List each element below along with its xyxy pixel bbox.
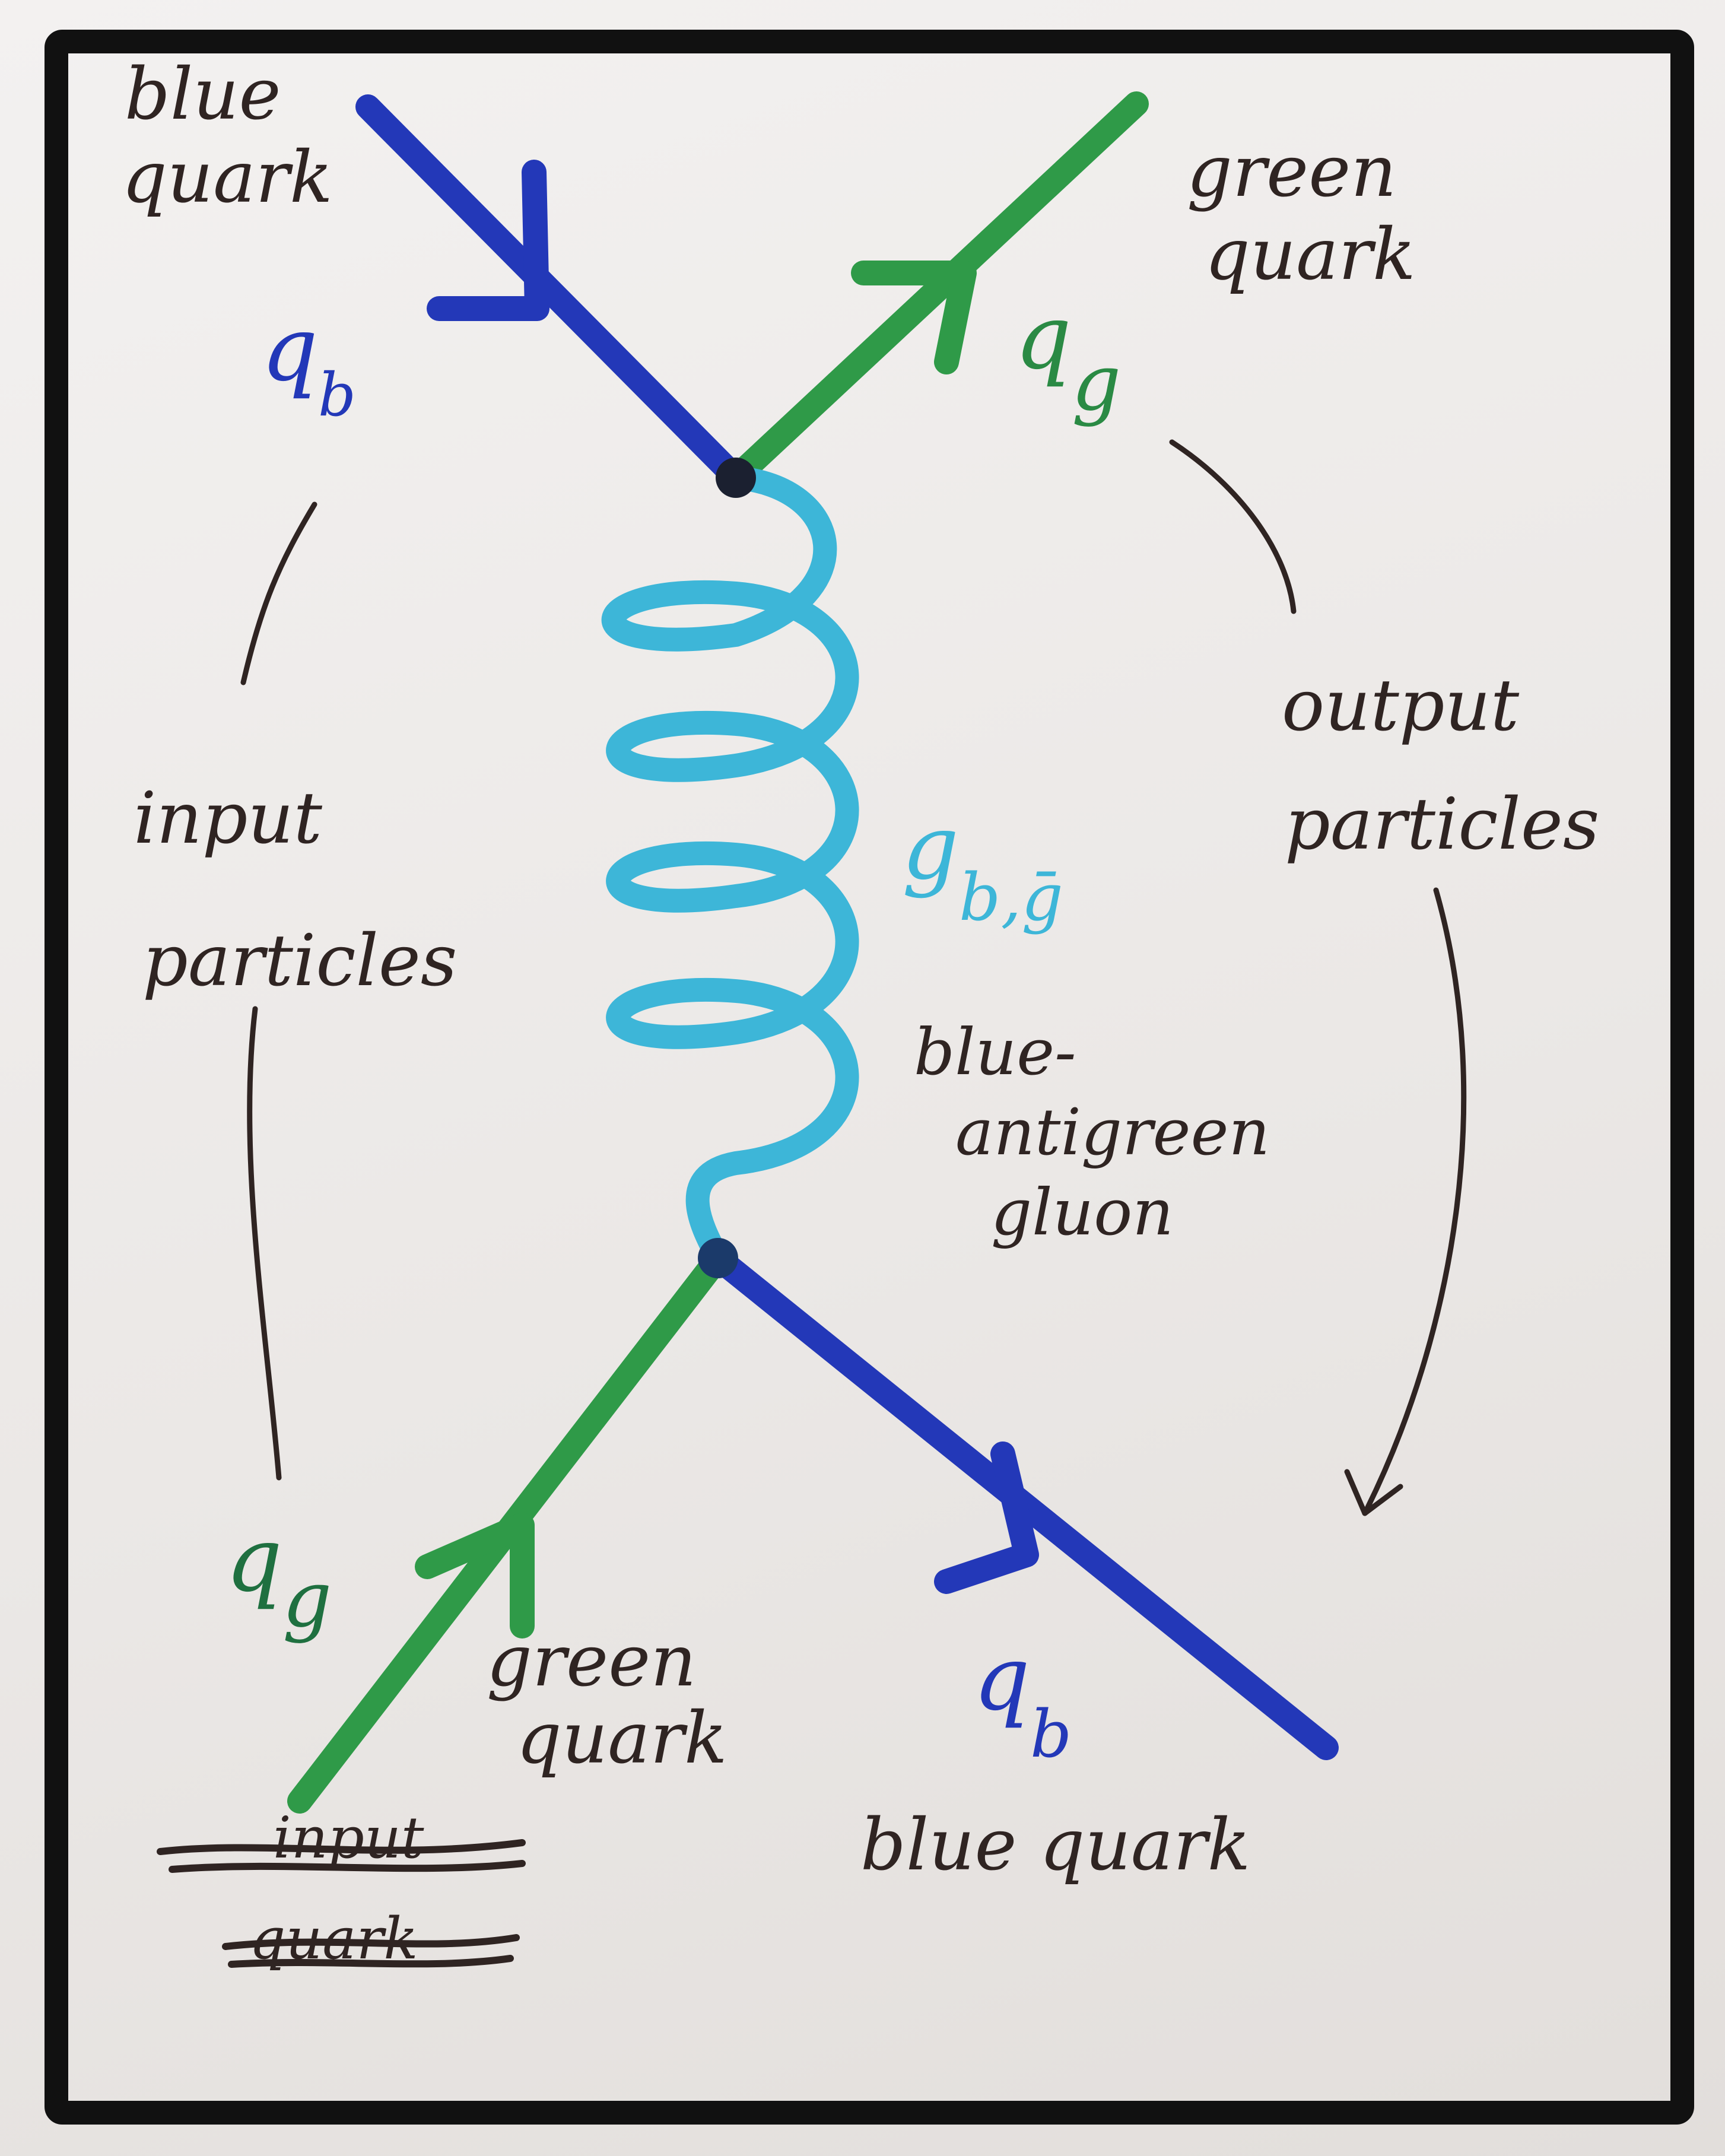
output-arrow-up [1169,439,1297,614]
input-arrow-down [247,1006,282,1481]
blue-quark-in-symbol-subscript: b [318,360,356,430]
gluon-symbol-subscript: b,ḡ [959,859,1063,935]
green-quark-out-label-line2: quark [1205,214,1416,296]
blue-quark-in-symbol: qb [261,298,356,430]
blue-quark-out-label: blue quark [860,1804,1250,1887]
green-quark-out-arrow-icon [851,261,977,374]
strikethrough-scribble-1 [157,1839,526,1873]
blue-quark-out-symbol-q: q [973,1627,1030,1730]
lower-vertex [698,1238,738,1278]
green-quark-out-symbol-q: q [1015,286,1072,389]
gluon-symbol-g: g [902,796,959,900]
green-quark-in-symbol-subscript: g [282,1554,332,1644]
blue-quark-in-symbol-q: q [261,298,318,401]
input-particles-label-line2: particles [142,920,458,1002]
green-quark-in-symbol-q: q [225,1509,282,1612]
green-quark-in-label-line2: quark [516,1697,728,1780]
blue-quark-in-line [355,94,748,490]
blue-quark-in-label-line2: quark [122,136,333,219]
output-particles-label-line1: output [1282,665,1520,747]
gluon-label-line1: blue- [914,1015,1076,1090]
output-particles-label-line2: particles [1285,783,1600,866]
strikethrough-scribble-2 [222,1934,520,1968]
green-quark-in-arrow-icon [415,1513,535,1639]
upper-vertex [716,458,756,498]
output-arrowhead-icon [1344,1469,1403,1516]
blue-quark-out-arrow-icon [934,1441,1039,1594]
green-quark-out-symbol-subscript: g [1072,338,1121,428]
crossed-out-text-line1: input [273,1805,424,1871]
green-quark-in-symbol: qg [225,1509,332,1644]
diagram-frame [45,30,1694,2125]
input-particles-label-line1: input [134,777,323,860]
green-quark-out-label-line1: green [1187,131,1397,213]
gluon-symbol: gb,ḡ [902,796,1063,935]
output-arrow-down [1362,887,1467,1516]
blue-quark-out-symbol: qb [973,1627,1072,1772]
gluon-spring-line [601,466,859,1270]
green-quark-in-label-line1: green [487,1620,697,1703]
green-quark-out-symbol: qg [1015,286,1121,428]
blue-quark-in-label-line1: blue [125,53,281,136]
gluon-label-line3: gluon [991,1176,1174,1250]
blue-quark-in-arrow-icon [427,160,549,321]
input-arrow-up [240,501,317,685]
blue-quark-out-symbol-subscript: b [1030,1696,1072,1772]
gluon-label-line2: antigreen [955,1096,1270,1170]
green-quark-out-line [723,91,1149,490]
